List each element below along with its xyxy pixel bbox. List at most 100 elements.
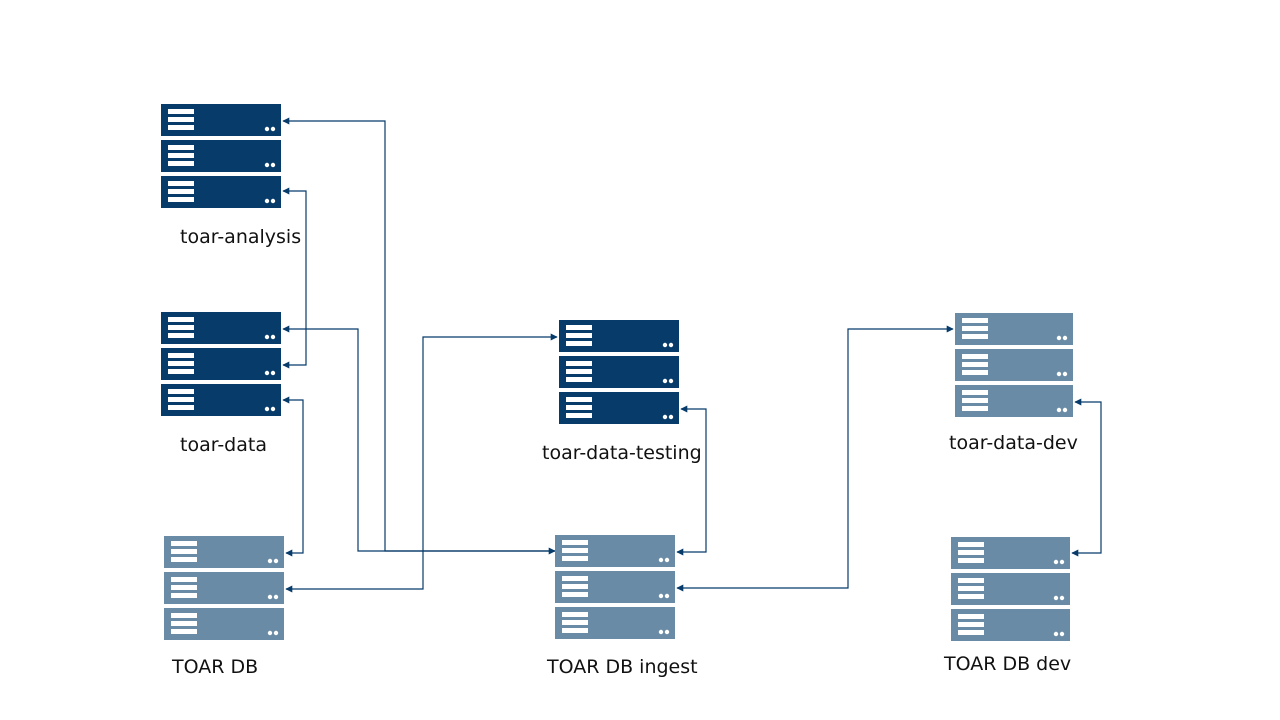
led-dot xyxy=(1053,595,1059,601)
drive-bay xyxy=(168,161,194,166)
drive-bay xyxy=(168,197,194,202)
led-dot xyxy=(264,406,270,412)
led-dot xyxy=(664,557,670,563)
led-dot xyxy=(270,406,276,412)
led-dot xyxy=(264,162,270,168)
drive-bay xyxy=(962,362,988,367)
server-rack-toar-db xyxy=(164,536,284,640)
drive-bay xyxy=(562,556,588,561)
connection-line xyxy=(285,333,558,593)
server-unit xyxy=(955,313,1073,345)
server-unit xyxy=(555,535,675,567)
drive-bay xyxy=(168,189,194,194)
connection-line xyxy=(282,187,307,369)
connection-line xyxy=(676,405,707,556)
led-dot xyxy=(270,162,276,168)
server-label-toar-db-ingest: TOAR DB ingest xyxy=(546,656,698,678)
led-dot xyxy=(270,370,276,376)
server-label-toar-analysis: toar-analysis xyxy=(180,226,301,248)
led-dot xyxy=(658,593,664,599)
drive-bay xyxy=(566,405,592,410)
server-unit xyxy=(951,609,1070,641)
server-unit xyxy=(955,385,1073,417)
drive-bay xyxy=(962,326,988,331)
drive-bay xyxy=(962,406,988,411)
server-rack-toar-db-ingest xyxy=(555,535,675,639)
drive-bay xyxy=(168,325,194,330)
drive-bay xyxy=(958,630,984,635)
led-dot xyxy=(1056,371,1062,377)
server-unit xyxy=(161,104,281,136)
drive-bay xyxy=(562,576,588,581)
connection-line xyxy=(676,325,954,592)
drive-bay xyxy=(566,369,592,374)
led-dot xyxy=(1056,407,1062,413)
server-label-toar-db: TOAR DB xyxy=(171,656,258,678)
led-dot xyxy=(1059,595,1065,601)
drive-bay xyxy=(962,334,988,339)
connections xyxy=(282,117,1102,593)
drive-bay xyxy=(562,620,588,625)
drive-bay xyxy=(562,592,588,597)
drive-bay xyxy=(171,613,197,618)
led-dot xyxy=(267,594,273,600)
drive-bay xyxy=(562,612,588,617)
drive-bay xyxy=(171,549,197,554)
drive-bay xyxy=(562,628,588,633)
led-dot xyxy=(664,593,670,599)
led-dot xyxy=(1059,559,1065,565)
server-rack-toar-data xyxy=(161,312,281,416)
servers xyxy=(161,104,1073,641)
led-dot xyxy=(664,629,670,635)
drive-bay xyxy=(566,325,592,330)
drive-bay xyxy=(562,584,588,589)
drive-bay xyxy=(962,390,988,395)
drive-bay xyxy=(566,333,592,338)
server-unit xyxy=(161,140,281,172)
drive-bay xyxy=(168,369,194,374)
led-dot xyxy=(668,414,674,420)
drive-bay xyxy=(168,181,194,186)
server-unit xyxy=(164,572,284,604)
led-dot xyxy=(1056,335,1062,341)
drive-bay xyxy=(171,621,197,626)
server-label-toar-data-dev: toar-data-dev xyxy=(949,432,1078,454)
server-rack-toar-data-dev xyxy=(955,313,1073,417)
server-unit xyxy=(559,356,679,388)
drive-bay xyxy=(168,145,194,150)
drive-bay xyxy=(958,622,984,627)
led-dot xyxy=(270,198,276,204)
server-unit xyxy=(555,607,675,639)
server-unit xyxy=(955,349,1073,381)
server-unit xyxy=(164,608,284,640)
drive-bay xyxy=(168,125,194,130)
server-unit xyxy=(161,176,281,208)
drive-bay xyxy=(171,629,197,634)
drive-bay xyxy=(168,361,194,366)
drive-bay xyxy=(958,550,984,555)
drive-bay xyxy=(958,542,984,547)
drive-bay xyxy=(566,361,592,366)
drive-bay xyxy=(962,398,988,403)
drive-bay xyxy=(171,593,197,598)
led-dot xyxy=(1062,371,1068,377)
led-dot xyxy=(668,342,674,348)
connection-line xyxy=(282,325,556,555)
drive-bay xyxy=(168,389,194,394)
drive-bay xyxy=(958,594,984,599)
led-dot xyxy=(1059,631,1065,637)
drive-bay xyxy=(958,614,984,619)
led-dot xyxy=(273,630,279,636)
led-dot xyxy=(1053,631,1059,637)
drive-bay xyxy=(958,586,984,591)
server-unit xyxy=(161,384,281,416)
server-unit xyxy=(161,312,281,344)
drive-bay xyxy=(171,541,197,546)
server-unit xyxy=(161,348,281,380)
drive-bay xyxy=(168,333,194,338)
led-dot xyxy=(662,414,668,420)
led-dot xyxy=(1062,407,1068,413)
drive-bay xyxy=(171,577,197,582)
